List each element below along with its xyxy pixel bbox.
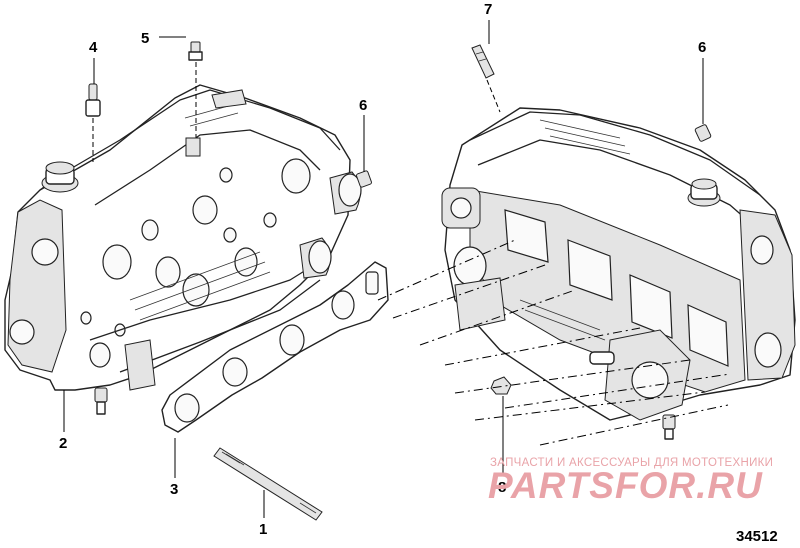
partsfor-watermark: ЗАПЧАСТИ И АКСЕССУАРЫ ДЛЯ МОТОТЕХНИКИ PA… <box>488 457 773 506</box>
callout-6-right: 6 <box>698 39 706 56</box>
callout-6-left: 6 <box>359 97 367 114</box>
callout-1: 1 <box>259 521 267 538</box>
left-manifold-assembly <box>4 41 372 415</box>
callout-4: 4 <box>89 39 98 56</box>
callout-5: 5 <box>141 30 149 47</box>
exhaust-gasket <box>161 261 389 433</box>
callout-2: 2 <box>59 435 67 452</box>
alignment-centerlines <box>377 239 731 446</box>
leader-lines <box>63 20 704 518</box>
callout-3: 3 <box>170 481 178 498</box>
watermark-logo: PARTSFOR.RU <box>488 465 763 506</box>
mounting-stud <box>213 447 323 521</box>
callout-7: 7 <box>484 1 492 18</box>
right-manifold-assembly <box>441 44 796 440</box>
watermark-tagline: ЗАПЧАСТИ И АКСЕССУАРЫ ДЛЯ МОТОТЕХНИКИ <box>490 457 773 469</box>
callout-labels: 1 2 3 4 5 6 6 7 8 <box>59 1 706 538</box>
callout-8: 8 <box>498 479 506 496</box>
figure-id: 34512 <box>736 528 778 545</box>
